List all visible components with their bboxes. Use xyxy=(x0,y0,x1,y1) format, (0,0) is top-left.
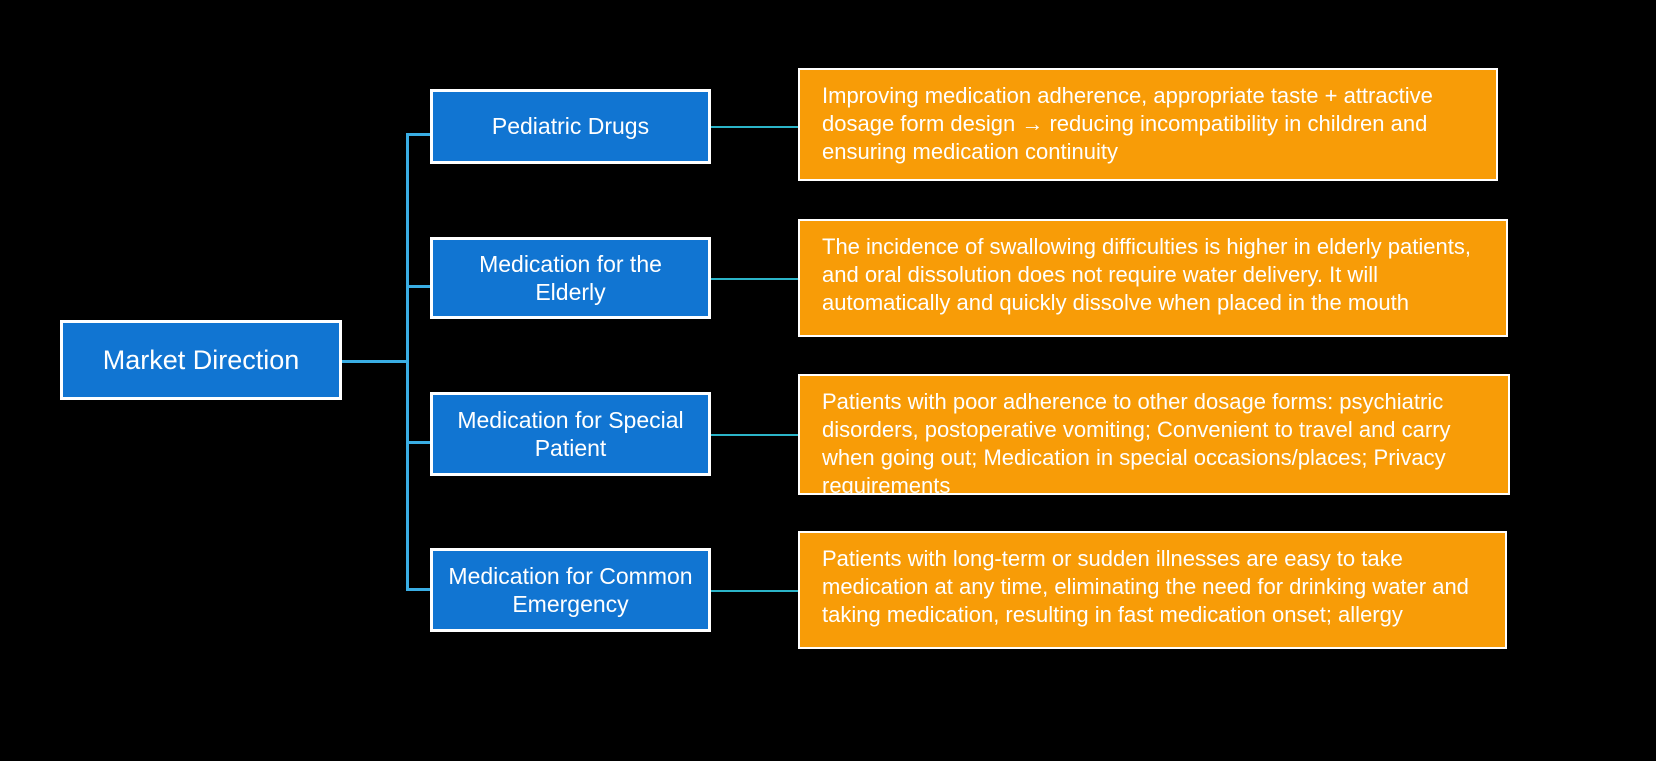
connector-detail-1 xyxy=(711,126,799,128)
root-node-label: Market Direction xyxy=(102,344,300,375)
branch-node-3-label: Medication for Special Patient xyxy=(457,406,684,461)
connector-detail-2 xyxy=(711,278,799,280)
connector-branch-1 xyxy=(406,133,432,136)
connector-branch-3 xyxy=(406,441,432,444)
detail-node-4[interactable]: Patients with long-term or sudden illnes… xyxy=(798,531,1507,649)
detail-node-2[interactable]: The incidence of swallowing difficulties… xyxy=(798,219,1508,337)
connector-root-stub xyxy=(341,360,409,363)
root-node-market-direction[interactable]: Market Direction xyxy=(60,320,342,400)
branch-node-4-label: Medication for Common Emergency xyxy=(448,562,693,617)
detail-node-3[interactable]: Patients with poor adherence to other do… xyxy=(798,374,1510,495)
branch-node-4[interactable]: Medication for Common Emergency xyxy=(430,548,711,632)
connector-branch-2 xyxy=(406,285,432,288)
detail-node-1-text: Improving medication adherence, appropri… xyxy=(822,83,1433,165)
connector-detail-3 xyxy=(711,434,799,436)
branch-node-1[interactable]: Pediatric Drugs xyxy=(430,89,711,164)
branch-node-2-label: Medication for the Elderly xyxy=(479,250,662,305)
branch-node-3[interactable]: Medication for Special Patient xyxy=(430,392,711,476)
branch-node-2[interactable]: Medication for the Elderly xyxy=(430,237,711,319)
detail-node-2-text: The incidence of swallowing difficulties… xyxy=(822,234,1471,316)
detail-node-3-text: Patients with poor adherence to other do… xyxy=(822,389,1451,495)
detail-node-4-text: Patients with long-term or sudden illnes… xyxy=(822,546,1469,628)
branch-node-1-label: Pediatric Drugs xyxy=(491,113,650,140)
detail-node-1[interactable]: Improving medication adherence, appropri… xyxy=(798,68,1498,181)
connector-branch-4 xyxy=(406,588,432,591)
connector-detail-4 xyxy=(711,590,799,592)
